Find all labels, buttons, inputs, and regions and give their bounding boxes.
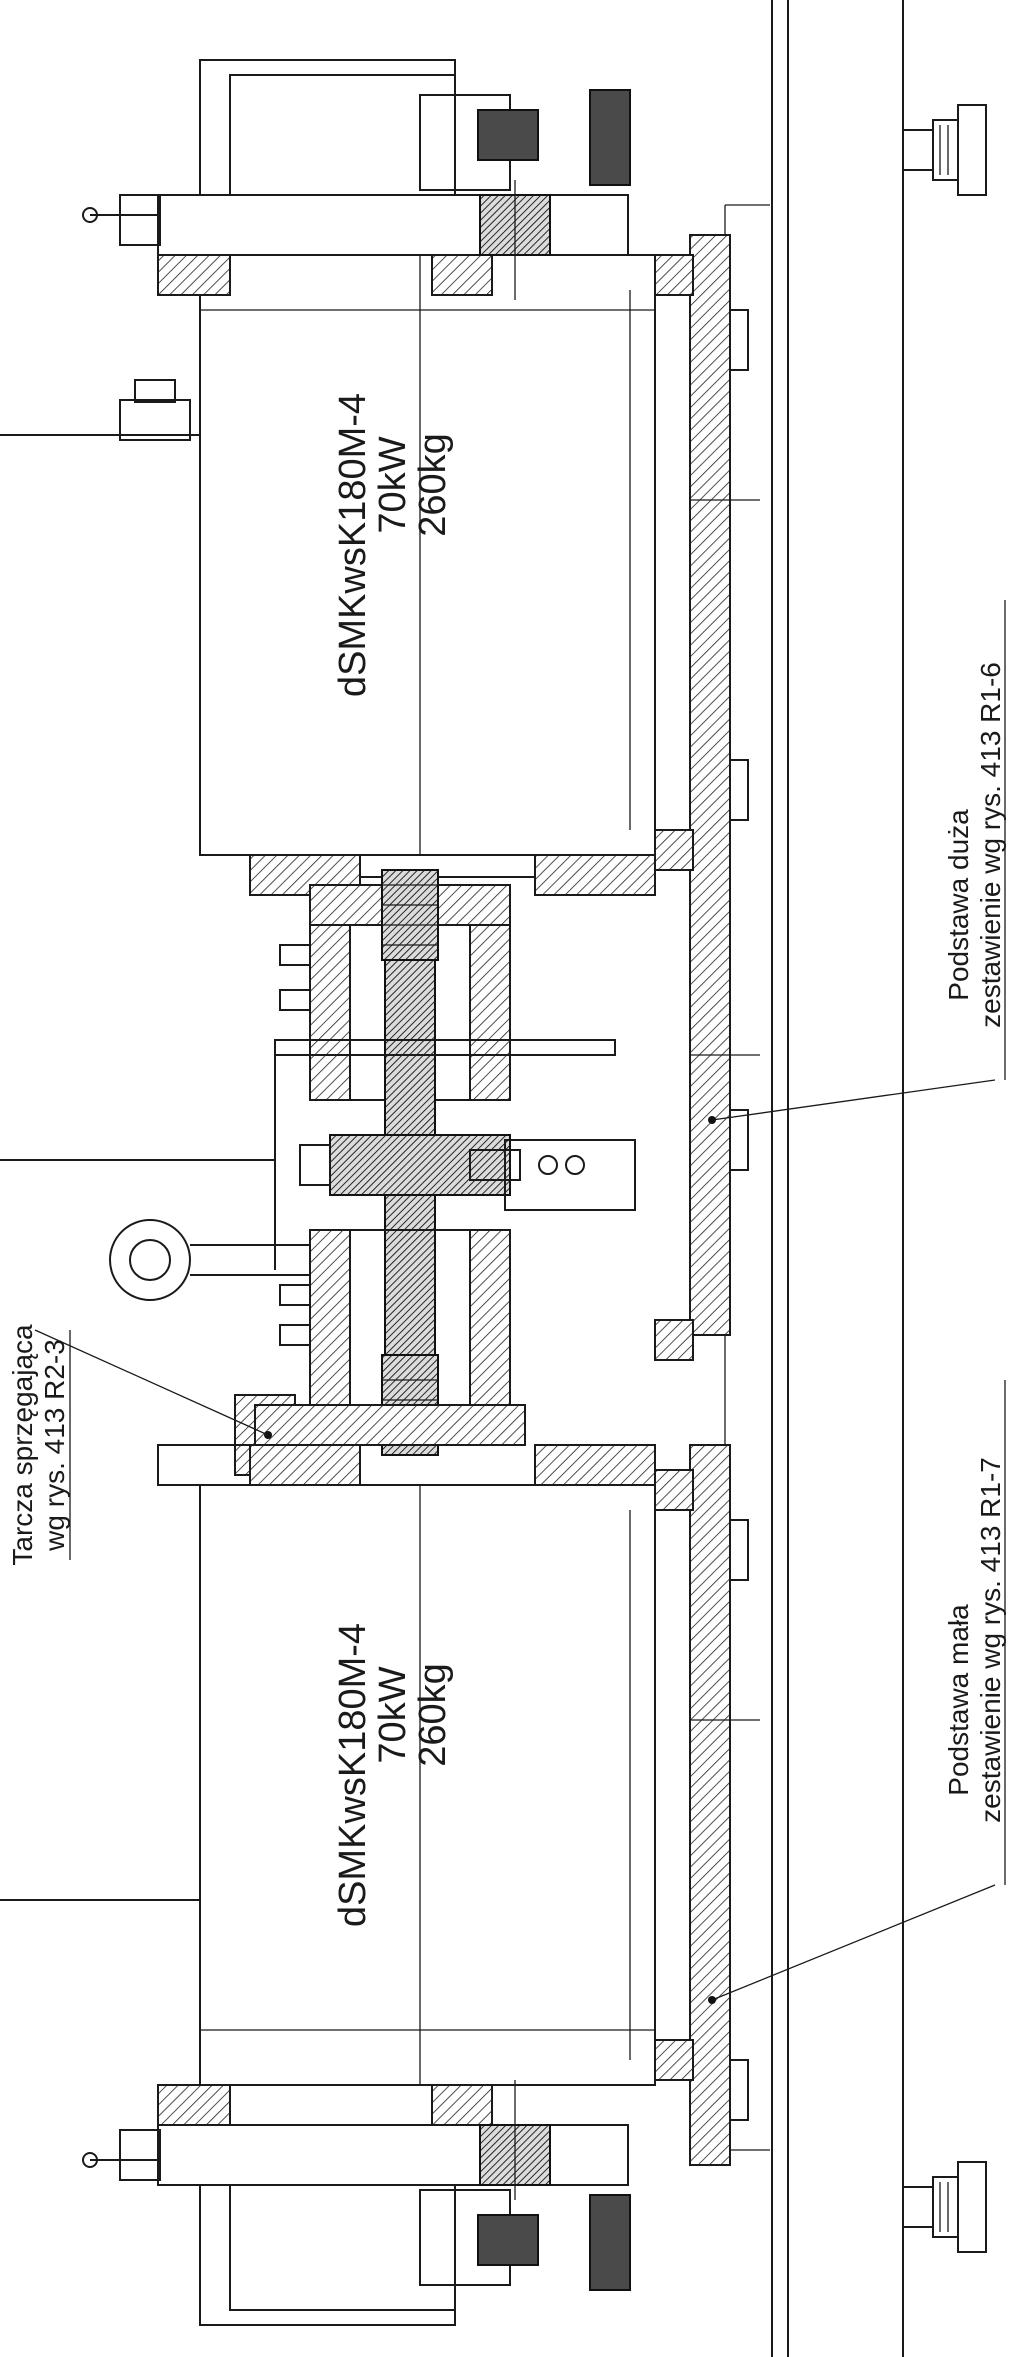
- motor-bottom-model: dSMKwsK180M-4: [332, 1623, 374, 1927]
- leveling-foot-bottom: [902, 2161, 987, 2253]
- small-base-plate: [654, 1444, 760, 2166]
- motor-top-power: 70kW: [372, 436, 414, 533]
- large-base-label: Podstawa duża: [943, 809, 974, 1001]
- small-base-ref: zestawienie wg rys. 413 R1-7: [975, 1457, 1006, 1823]
- motor-top: [0, 59, 656, 896]
- callout-coupling-disc: Tarcza sprzęgająca wg rys. 413 R2-3: [7, 1324, 269, 1566]
- motor-bottom: [0, 1444, 656, 2326]
- motor-top-model: dSMKwsK180M-4: [332, 393, 374, 697]
- coupling-assembly: [0, 869, 636, 1476]
- motor-bottom-mass: 260kg: [412, 1663, 454, 1767]
- callout-large-base: Podstawa duża zestawienie wg rys. 413 R1…: [708, 600, 1006, 1124]
- motor-bottom-label: dSMKwsK180M-4 70kW 260kg: [332, 1623, 454, 1927]
- coupling-disc-ref: wg rys. 413 R2-3: [39, 1339, 70, 1552]
- large-base-ref: zestawienie wg rys. 413 R1-6: [975, 662, 1006, 1028]
- motor-top-label: dSMKwsK180M-4 70kW 260kg: [332, 393, 454, 697]
- small-base-label: Podstawa mała: [943, 1604, 974, 1796]
- coupling-disc-label: Tarcza sprzęgająca: [7, 1324, 38, 1566]
- large-base-plate: [654, 234, 760, 1361]
- motor-bottom-power: 70kW: [372, 1666, 414, 1763]
- frame-rails: [724, 0, 904, 2357]
- motor-top-mass: 260kg: [412, 433, 454, 537]
- callout-small-base: Podstawa mała zestawienie wg rys. 413 R1…: [708, 1380, 1006, 2004]
- leveling-foot-top: [902, 104, 987, 196]
